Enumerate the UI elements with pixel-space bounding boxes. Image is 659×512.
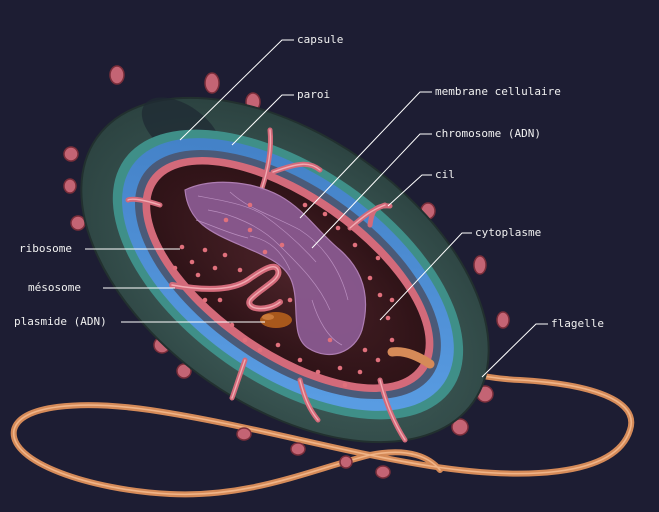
pilus xyxy=(339,455,353,469)
label-capsule: capsule xyxy=(297,33,344,46)
pilus xyxy=(290,442,306,456)
label-cytoplasme: cytoplasme xyxy=(475,226,542,239)
pilus xyxy=(236,427,252,441)
plasmid xyxy=(260,312,292,328)
leader-capsule xyxy=(179,39,294,141)
label-cil: cil xyxy=(435,168,455,181)
flagellum-highlight xyxy=(13,351,633,496)
pilus xyxy=(496,311,510,329)
pilus xyxy=(473,255,487,275)
pilus xyxy=(375,465,391,479)
pilus xyxy=(63,146,79,162)
leader-cytoplasme xyxy=(379,232,472,321)
leader-lines xyxy=(85,39,548,378)
chromosome xyxy=(184,181,367,356)
leader-membrane xyxy=(299,91,432,219)
label-mesosome: mésosome xyxy=(28,281,81,294)
label-plasmide: plasmide (ADN) xyxy=(14,315,107,328)
pilus xyxy=(63,178,77,194)
pilus xyxy=(204,72,220,94)
label-ribosome: ribosome xyxy=(19,242,72,255)
pilus xyxy=(70,215,86,231)
pilus xyxy=(109,65,125,85)
leader-paroi xyxy=(231,94,294,146)
label-paroi: paroi xyxy=(297,88,331,101)
leader-flagelle xyxy=(481,323,548,378)
label-flagelle: flagelle xyxy=(551,317,604,330)
leader-chromosome xyxy=(311,133,432,249)
ribosomes xyxy=(172,202,395,388)
leader-cil xyxy=(387,174,432,207)
pilus xyxy=(451,418,469,436)
label-chromosome: chromosome (ADN) xyxy=(435,127,541,140)
label-membrane: membrane cellulaire xyxy=(435,85,561,98)
